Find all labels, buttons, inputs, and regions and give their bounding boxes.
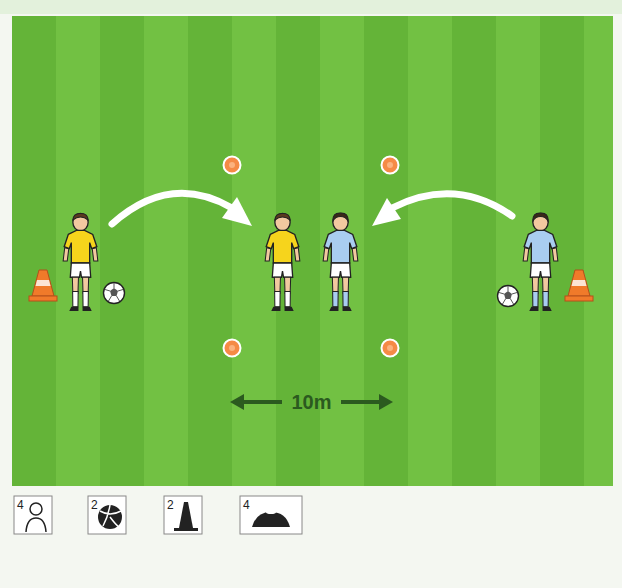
run-arrows (112, 193, 512, 226)
pitch (12, 16, 613, 486)
quantity-number: 4 (17, 499, 24, 511)
quantity-number: 2 (91, 499, 98, 511)
quantity-number: 2 (167, 499, 174, 511)
dimension-label: 10m (291, 392, 331, 412)
players (29, 213, 593, 311)
marker-discs (224, 157, 399, 357)
quantity-number: 4 (243, 499, 250, 511)
equipment-icons (14, 496, 302, 534)
